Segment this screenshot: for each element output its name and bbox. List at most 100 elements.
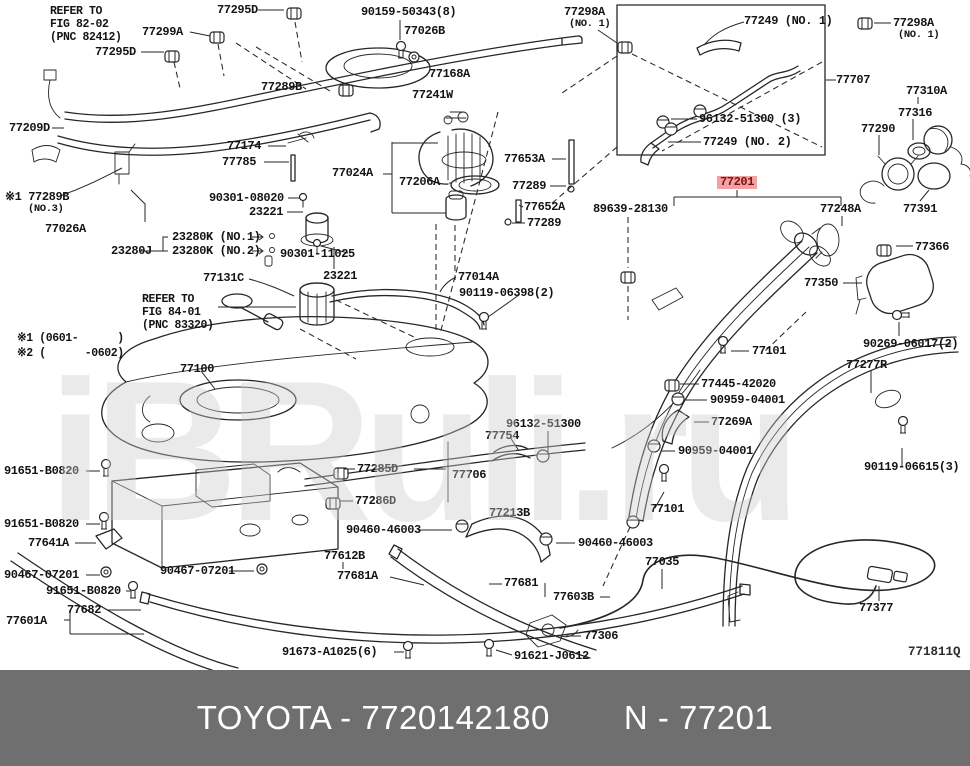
part-label-77306[interactable]: 77306 xyxy=(584,629,619,643)
part-label-89639-28130[interactable]: 89639-28130 xyxy=(593,202,668,216)
part-label-77209d[interactable]: 77209D xyxy=(9,121,50,135)
part-label-77174[interactable]: 77174 xyxy=(227,139,262,153)
part-label-77168a[interactable]: 77168A xyxy=(429,67,470,81)
part-label-90959-04001[interactable]: 90959-04001 xyxy=(678,444,753,458)
footer-catalog-number: N - 77201 xyxy=(623,699,774,736)
part-label-77289[interactable]: 77289 xyxy=(527,216,562,230)
part-label-77366[interactable]: 77366 xyxy=(915,240,950,254)
part-label-77206a[interactable]: 77206A xyxy=(399,175,440,189)
part-label-77785[interactable]: 77785 xyxy=(222,155,257,169)
part-label-77641a[interactable]: 77641A xyxy=(28,536,69,550)
part-label-77681a[interactable]: 77681A xyxy=(337,569,378,583)
diagram-code: 771811Q xyxy=(908,645,961,659)
part-label-77706[interactable]: 77706 xyxy=(452,468,487,482)
part-label-77601a[interactable]: 77601A xyxy=(6,614,47,628)
part-label-77295d[interactable]: 77295D xyxy=(217,3,258,17)
fuel-sender-and-pump-parts xyxy=(221,131,335,331)
part-label-77101[interactable]: 77101 xyxy=(650,502,685,516)
part-label-77707[interactable]: 77707 xyxy=(836,73,871,87)
part-label-77101[interactable]: 77101 xyxy=(752,344,787,358)
part-label-90301-11025[interactable]: 90301-11025 xyxy=(280,247,355,261)
part-label-77316[interactable]: 77316 xyxy=(898,106,933,120)
part-label-77652a[interactable]: 77652A xyxy=(524,200,565,214)
dashed-reference-lines xyxy=(173,21,823,587)
note-refer-to-fig-82-02-pnc-82412: REFER TO FIG 82-02 (PNC 82412) xyxy=(50,5,122,44)
part-label-77014a[interactable]: 77014A xyxy=(458,270,499,284)
part-label-no-3[interactable]: (NO.3) xyxy=(28,203,64,215)
part-label-77024a[interactable]: 77024A xyxy=(332,166,373,180)
part-label-no-1[interactable]: (NO. 1) xyxy=(898,29,940,41)
part-label-90467-07201[interactable]: 90467-07201 xyxy=(160,564,235,578)
part-label-91621-j0612[interactable]: 91621-J0612 xyxy=(514,649,589,663)
part-label-77289[interactable]: 77289 xyxy=(512,179,547,193)
part-label-23280k-no-1[interactable]: 23280K (NO.1) xyxy=(172,230,261,244)
part-label-77100[interactable]: 77100 xyxy=(180,362,215,376)
fuel-tank-vent-hose-box xyxy=(616,4,826,166)
fuel-filler-pipe xyxy=(611,220,831,522)
part-label-77026b[interactable]: 77026B xyxy=(404,24,445,38)
part-label-77241w[interactable]: 77241W xyxy=(412,88,453,102)
part-label-77201[interactable]: 77201 xyxy=(717,175,758,190)
part-label-77035[interactable]: 77035 xyxy=(645,555,680,569)
part-label-77391[interactable]: 77391 xyxy=(903,202,938,216)
part-label-90460-46003[interactable]: 90460-46003 xyxy=(346,523,421,537)
part-label-77298a[interactable]: 77298A xyxy=(893,16,934,30)
part-label-90959-04001[interactable]: 90959-04001 xyxy=(710,393,785,407)
part-label-90467-07201[interactable]: 90467-07201 xyxy=(4,568,79,582)
fuel-lid-lock-cable xyxy=(525,539,936,648)
part-label-77289b[interactable]: 77289B xyxy=(261,80,302,94)
tank-band-straps xyxy=(10,544,751,670)
part-label-77295d[interactable]: 77295D xyxy=(95,45,136,59)
fuel-tank-outline xyxy=(101,316,489,463)
part-label-91651-b0820[interactable]: 91651-B0820 xyxy=(4,464,79,478)
part-label-77377[interactable]: 77377 xyxy=(859,601,894,615)
fuel-tank-exploded-diagram xyxy=(10,4,970,670)
part-label-77277r[interactable]: 77277R xyxy=(846,358,887,372)
part-label-77682[interactable]: 77682 xyxy=(67,603,102,617)
part-label-90159-50343-8[interactable]: 90159-50343(8) xyxy=(361,5,457,19)
part-label-77248a[interactable]: 77248A xyxy=(820,202,861,216)
part-label-1-77289b[interactable]: ※1 77289B xyxy=(5,190,70,204)
part-label-90119-06398-2[interactable]: 90119-06398(2) xyxy=(459,286,555,300)
part-label-77445-42020[interactable]: 77445-42020 xyxy=(701,377,776,391)
part-label-77131c[interactable]: 77131C xyxy=(203,271,244,285)
part-label-77612b[interactable]: 77612B xyxy=(324,549,365,563)
part-label-77249-no-1[interactable]: 77249 (NO. 1) xyxy=(744,14,833,28)
part-label-96132-51300[interactable]: 96132-51300 xyxy=(506,417,581,431)
part-label-90119-06615-3[interactable]: 90119-06615(3) xyxy=(864,460,960,474)
part-label-77653a[interactable]: 77653A xyxy=(504,152,545,166)
part-label-77026a[interactable]: 77026A xyxy=(45,222,86,236)
part-label-77350[interactable]: 77350 xyxy=(804,276,839,290)
part-label-91651-b0820[interactable]: 91651-B0820 xyxy=(4,517,79,531)
part-label-23221[interactable]: 23221 xyxy=(249,205,284,219)
part-label-77285d[interactable]: 77285D xyxy=(357,462,398,476)
note-1-0601: ※1 (0601- ) xyxy=(17,332,124,345)
part-label-91673-a1025-6[interactable]: 91673-A1025(6) xyxy=(282,645,378,659)
footer: TOYOTA - 7720142180 N - 77201 xyxy=(0,670,970,766)
part-label-23221[interactable]: 23221 xyxy=(323,269,358,283)
note-2-0602: ※2 ( -0602) xyxy=(17,347,124,360)
part-label-91651-b0820[interactable]: 91651-B0820 xyxy=(46,584,121,598)
part-label-77299a[interactable]: 77299A xyxy=(142,25,183,39)
part-label-77286d[interactable]: 77286D xyxy=(355,494,396,508)
part-label-23280k-no-2[interactable]: 23280K (NO.2) xyxy=(172,244,261,258)
part-label-77298a[interactable]: 77298A xyxy=(564,5,605,19)
part-label-90301-08020[interactable]: 90301-08020 xyxy=(209,191,284,205)
part-label-77754[interactable]: 77754 xyxy=(485,429,520,443)
part-label-77213b[interactable]: 77213B xyxy=(489,506,530,520)
part-label-23280j[interactable]: 23280J xyxy=(111,244,152,258)
part-label-90460-46003[interactable]: 90460-46003 xyxy=(578,536,653,550)
part-label-77681[interactable]: 77681 xyxy=(504,576,539,590)
fuel-cap-parts xyxy=(811,125,970,315)
part-label-77310a[interactable]: 77310A xyxy=(906,84,947,98)
part-label-96132-51300-3[interactable]: 96132-51300 (3) xyxy=(699,112,802,126)
part-label-77269a[interactable]: 77269A xyxy=(711,415,752,429)
footer-part-number: TOYOTA - 7720142180 xyxy=(196,699,550,736)
part-label-no-1[interactable]: (NO. 1) xyxy=(569,18,611,30)
part-label-77249-no-2[interactable]: 77249 (NO. 2) xyxy=(703,135,792,149)
part-label-90269-06017-2[interactable]: 90269-06017(2) xyxy=(863,337,959,351)
fuel-filler-hose xyxy=(465,515,551,563)
part-label-77290[interactable]: 77290 xyxy=(861,122,896,136)
part-label-77603b[interactable]: 77603B xyxy=(553,590,594,604)
